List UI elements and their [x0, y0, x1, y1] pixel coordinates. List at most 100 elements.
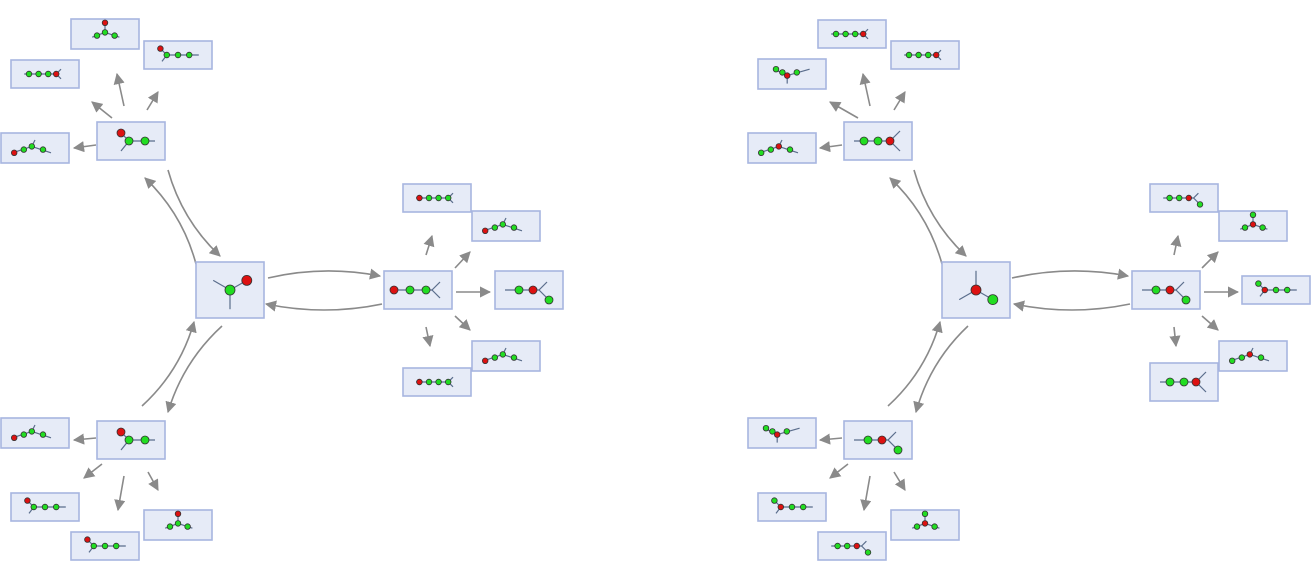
left-center-bottom-edge: [165, 325, 223, 414]
right-bottom-leaf-2-edge: [829, 463, 849, 479]
right-top-leaf-3-node: [779, 69, 786, 76]
right-bottom-leaf-1-node: [783, 428, 790, 435]
left-right-state-node: [421, 285, 431, 295]
right-bottom-leaf-4-edge: [893, 471, 906, 491]
right-top-leaf-3-node: [772, 65, 780, 73]
left-right-leaf-3-node: [528, 285, 538, 295]
left-top-leaf-3-node: [25, 70, 33, 78]
left-right-leaf-1-node: [425, 194, 433, 202]
left-bottom-leaf-4-node: [184, 523, 191, 530]
right-right-leaf-5-node: [1179, 377, 1189, 387]
right-top-leaf-1-node: [860, 30, 867, 38]
right-top-leaf-4-edge: [818, 141, 843, 153]
right-right-leaf-5-edge: [1169, 326, 1181, 348]
left-center-top-edge: [167, 169, 221, 257]
left-bottom-leaf-3: [70, 531, 140, 561]
right-right-leaf-2-node: [1249, 211, 1257, 218]
left-right-leaf-4-node: [499, 351, 506, 358]
right-bottom-leaf-2: [757, 492, 827, 522]
right-top-leaf-2-node: [933, 51, 940, 59]
right-top-leaf-3-node: [784, 72, 791, 79]
right-right-leaf-3-node: [1255, 280, 1262, 287]
right-bottom-leaf-3-stem: [861, 540, 867, 547]
right-bottom-leaf-4-node: [931, 523, 938, 530]
left-right-leaf-2: [471, 210, 541, 242]
right-top-state: [843, 121, 913, 161]
left-top-leaf-2-node: [185, 51, 193, 59]
left-top-state-node: [116, 128, 126, 138]
left-center-state-node: [241, 274, 253, 286]
left-right-leaf-5: [402, 367, 472, 397]
left-top-leaf-3-node: [45, 70, 52, 78]
left-bottom-leaf-2-edge: [83, 463, 103, 479]
left-top-leaf-4-edge: [72, 141, 97, 153]
left-right-leaf-2-node: [482, 227, 489, 234]
right-right-leaf-2-node: [1241, 224, 1249, 231]
right-right-leaf-4: [1218, 340, 1288, 372]
left-top-leaf-1-node: [93, 32, 101, 39]
left-bottom-leaf-3-node: [101, 542, 109, 550]
right-right-leaf-2-node: [1249, 221, 1257, 228]
left-bottom-leaf-2-node: [24, 497, 31, 504]
right-right-leaf-2-edge: [1201, 251, 1219, 269]
right-right-center-edge: [1012, 300, 1131, 312]
right-right-state-node: [1151, 285, 1161, 295]
left-right-state-stem: [431, 281, 441, 291]
left-bottom-leaf-1-node: [39, 431, 47, 438]
left-top-leaf-4-node: [20, 146, 27, 153]
right-bottom-leaf-2-node: [788, 503, 796, 511]
left-bottom-state: [96, 420, 166, 460]
left-top-leaf-2-node: [157, 45, 164, 52]
left-top-state-node: [140, 136, 150, 146]
right-right-leaf-1-node: [1166, 194, 1173, 202]
right-top-state-node: [885, 136, 895, 146]
right-top-center-edge: [889, 177, 943, 265]
left-right-leaf-4-node: [510, 354, 518, 361]
left-right-leaf-5-node: [435, 378, 442, 386]
right-top-leaf-1-node: [852, 30, 859, 38]
left-top-leaf-1-node: [101, 29, 109, 36]
left-bottom-state-node: [140, 435, 150, 445]
left-top-leaf-1: [70, 18, 140, 50]
right-bottom-leaf-3-node: [834, 542, 841, 550]
right-right-leaf-1-node: [1196, 201, 1204, 208]
right-center-state-node: [970, 284, 982, 296]
left-bottom-leaf-3-edge: [114, 475, 126, 512]
right-right-leaf-1: [1149, 183, 1219, 213]
right-top-leaf-3-node: [793, 69, 800, 76]
left-right-leaf-4: [471, 340, 541, 372]
right-right-leaf-5-node: [1191, 377, 1201, 387]
left-top-leaf-2-frame: [143, 40, 213, 70]
right-top-leaf-2-node: [925, 51, 932, 59]
right-right-leaf-3-node: [1272, 286, 1280, 294]
right-bottom-leaf-1-node: [774, 431, 781, 438]
left-top-center-edge: [144, 177, 197, 265]
left-bottom-leaf-2-node: [53, 503, 60, 511]
right-bottom-leaf-2-node: [800, 503, 807, 511]
right-bottom-center-edge: [887, 320, 943, 407]
left-right-center-edge: [264, 300, 383, 312]
left-bottom-state-node: [124, 435, 134, 445]
right-bottom-leaf-4-node: [921, 510, 929, 517]
left-bottom-leaf-4: [143, 509, 213, 541]
right-top-state-node: [859, 136, 869, 146]
left-bottom-leaf-2: [10, 492, 80, 522]
right-bottom-leaf-1: [747, 417, 817, 449]
right-top-leaf-1-edge: [859, 72, 871, 107]
left-center-state-node: [224, 284, 236, 296]
right-top-leaf-4-node: [767, 146, 774, 153]
right-bottom-state: [843, 420, 913, 460]
right-bottom-leaf-1-edge: [818, 433, 843, 445]
right-center-state: [941, 261, 1011, 319]
left-top-leaf-1-node: [111, 32, 118, 39]
left-bottom-leaf-1: [0, 417, 70, 449]
left-bottom-leaf-4-node: [174, 520, 182, 527]
left-bottom-leaf-2-node: [30, 503, 37, 511]
right-right-leaf-1-stem: [1193, 192, 1199, 199]
left-right-leaf-1-edge: [423, 234, 435, 256]
right-center-bottom-edge: [913, 325, 969, 414]
right-right-leaf-4-node: [1246, 351, 1253, 358]
left-bottom-leaf-3-node: [90, 542, 97, 550]
left-right-leaf-2-node: [499, 221, 506, 228]
right-right-leaf-1-edge: [1170, 234, 1182, 256]
